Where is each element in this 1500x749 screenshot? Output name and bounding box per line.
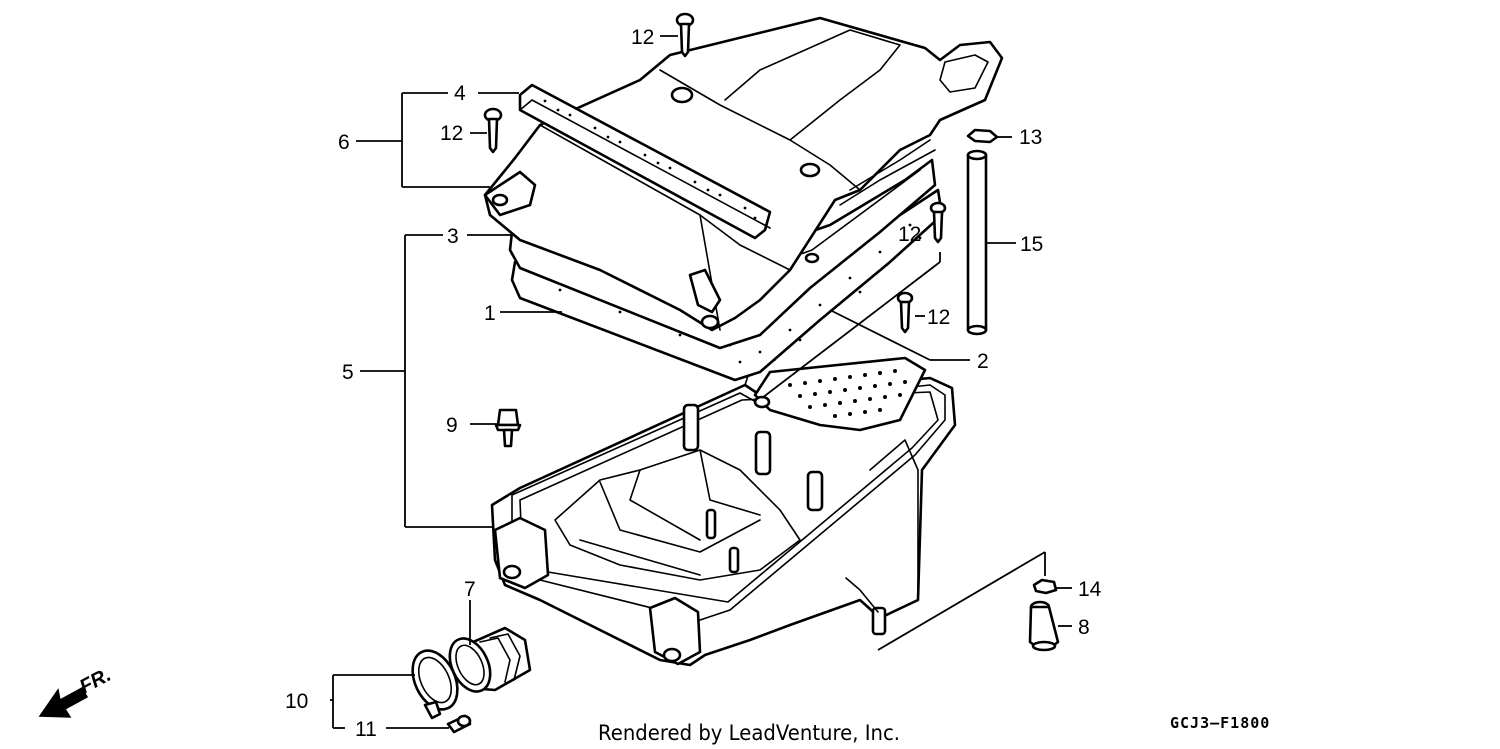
drain-plug-8 — [1028, 600, 1060, 652]
screw-12-top — [675, 12, 695, 58]
clamp-screw-11 — [446, 714, 472, 734]
drawing-code: GCJ3–F1800 — [1170, 714, 1270, 732]
callout-9: 9 — [446, 414, 458, 437]
callout-5: 5 — [342, 361, 354, 384]
callout-12-lower: 12 — [927, 306, 950, 329]
tube-clamp-10 — [411, 649, 459, 720]
callout-13: 13 — [1019, 126, 1042, 149]
screw-12-cover — [483, 107, 503, 154]
callout-8: 8 — [1078, 616, 1090, 639]
callout-14: 14 — [1078, 578, 1102, 601]
front-direction-arrow: FR. — [38, 664, 115, 718]
bolt-9 — [494, 408, 522, 448]
cover-seal-strip — [518, 83, 772, 240]
clip-13 — [966, 128, 999, 144]
callout-15: 15 — [1020, 233, 1043, 256]
callout-4: 4 — [454, 82, 466, 105]
callout-10: 10 — [285, 690, 308, 713]
footer-credit: Rendered by LeadVenture, Inc. — [598, 721, 900, 745]
drain-tube-15 — [966, 149, 988, 336]
callout-numbers: 12 4 12 6 3 1 5 9 13 12 15 12 2 7 14 8 1… — [285, 26, 1102, 741]
clip-14 — [1032, 578, 1058, 595]
callout-12-cover: 12 — [440, 122, 463, 145]
leader-lines — [330, 35, 1072, 729]
callout-7: 7 — [464, 578, 476, 601]
callout-3: 3 — [447, 225, 459, 248]
connecting-tube-7 — [448, 626, 532, 693]
air-cleaner-case — [490, 359, 957, 667]
callout-12-top: 12 — [631, 26, 654, 49]
screw-12-lower — [896, 291, 914, 334]
callout-6: 6 — [338, 131, 350, 154]
callout-1: 1 — [484, 302, 496, 325]
callout-11: 11 — [355, 718, 377, 741]
air-cleaner-element — [753, 356, 927, 432]
callout-2: 2 — [977, 350, 989, 373]
arrow-icon — [38, 686, 89, 718]
screw-12-side — [929, 201, 947, 244]
air-cleaner-cover — [483, 16, 1004, 332]
callout-12-side: 12 — [898, 223, 921, 246]
